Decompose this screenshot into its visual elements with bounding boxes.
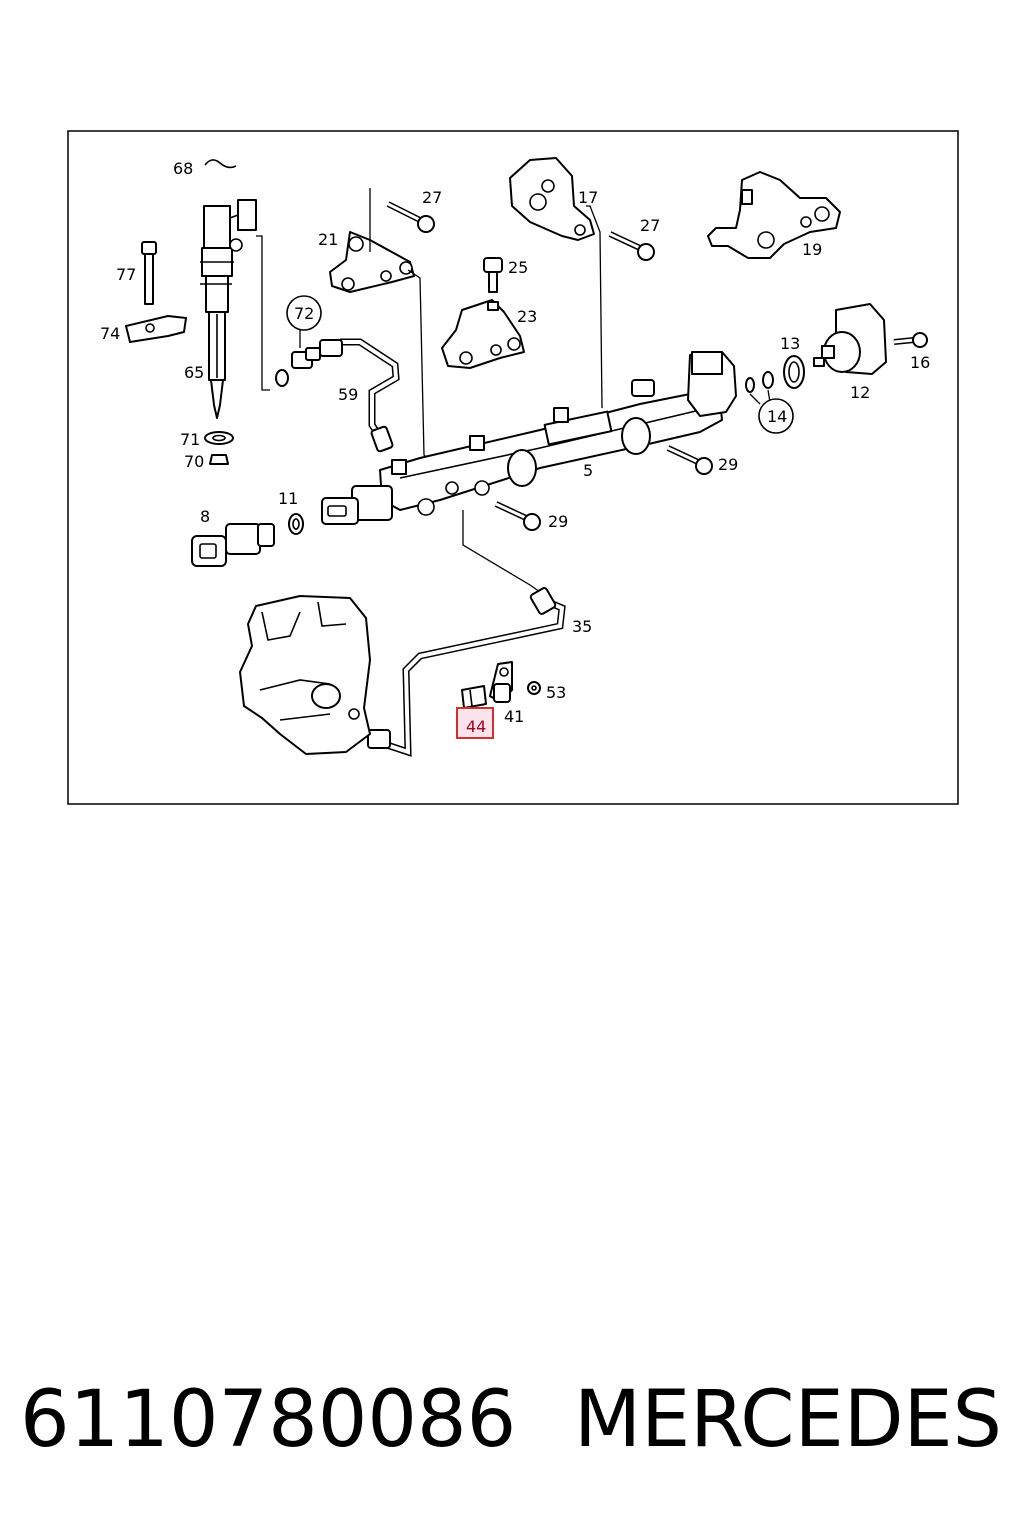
- callout-25[interactable]: 25: [508, 258, 528, 277]
- callout-5[interactable]: 5: [583, 461, 593, 480]
- callout-35[interactable]: 35: [572, 617, 592, 636]
- callout-44[interactable]: 44: [466, 717, 486, 736]
- brand-name: MERCEDES: [574, 1375, 1002, 1465]
- callout-19[interactable]: 19: [802, 240, 822, 259]
- bolt-29b-part[interactable]: [494, 501, 541, 531]
- callout-72[interactable]: 72: [294, 304, 314, 323]
- bracket-23-part[interactable]: [441, 299, 525, 369]
- callout-8[interactable]: 8: [200, 507, 210, 526]
- clamp-44-part[interactable]: [461, 685, 487, 709]
- callout-14-circle: [758, 398, 794, 434]
- callout-14[interactable]: 14: [767, 407, 787, 426]
- bracket-19-part[interactable]: [707, 171, 841, 259]
- callout-12[interactable]: 12: [850, 383, 870, 402]
- nut-53-part[interactable]: [527, 681, 541, 695]
- injector-part[interactable]: [200, 159, 257, 419]
- bolt-27a-part[interactable]: [386, 201, 435, 233]
- nut-70-part[interactable]: [209, 454, 229, 465]
- diagram-frame: [67, 130, 959, 805]
- callout-68[interactable]: 68: [173, 159, 193, 178]
- callout-53[interactable]: 53: [546, 683, 566, 702]
- callout-23[interactable]: 23: [517, 307, 537, 326]
- pressure-sensor-8-part[interactable]: [191, 523, 275, 567]
- callout-13[interactable]: 13: [780, 334, 800, 353]
- high-pressure-pump-part[interactable]: [239, 595, 371, 755]
- pressure-regulator-12-part[interactable]: [813, 303, 887, 375]
- callout-41[interactable]: 41: [504, 707, 524, 726]
- callout-65[interactable]: 65: [184, 363, 204, 382]
- clamp-74-part[interactable]: [125, 315, 187, 343]
- callout-74[interactable]: 74: [100, 324, 120, 343]
- part-number: 6110780086: [20, 1375, 516, 1465]
- callout-72-circle: [286, 295, 322, 331]
- callout-11[interactable]: 11: [278, 489, 298, 508]
- bolt-77-part[interactable]: [141, 241, 157, 305]
- bolt-29a-part[interactable]: [666, 445, 713, 475]
- bracket-21-part[interactable]: [329, 231, 415, 293]
- highlight-box: [456, 707, 494, 739]
- rail-sensor-part[interactable]: [321, 485, 393, 525]
- clip-41-part[interactable]: [489, 661, 513, 703]
- callout-16[interactable]: 16: [910, 353, 930, 372]
- bracket-17-part[interactable]: [509, 157, 595, 241]
- callout-29a[interactable]: 29: [718, 455, 738, 474]
- callout-21[interactable]: 21: [318, 230, 338, 249]
- fuel-rail-5-part[interactable]: [379, 351, 737, 516]
- callout-71[interactable]: 71: [180, 430, 200, 449]
- bolt-27b-part[interactable]: [608, 231, 655, 261]
- bolt-16-part[interactable]: [893, 332, 928, 348]
- callout-17[interactable]: 17: [578, 188, 598, 207]
- callout-27a[interactable]: 27: [422, 188, 442, 207]
- callout-29b[interactable]: 29: [548, 512, 568, 531]
- callout-70[interactable]: 70: [184, 452, 204, 471]
- callout-77[interactable]: 77: [116, 265, 136, 284]
- callout-27b[interactable]: 27: [640, 216, 660, 235]
- callout-59[interactable]: 59: [338, 385, 358, 404]
- bolt-25-part[interactable]: [483, 257, 503, 293]
